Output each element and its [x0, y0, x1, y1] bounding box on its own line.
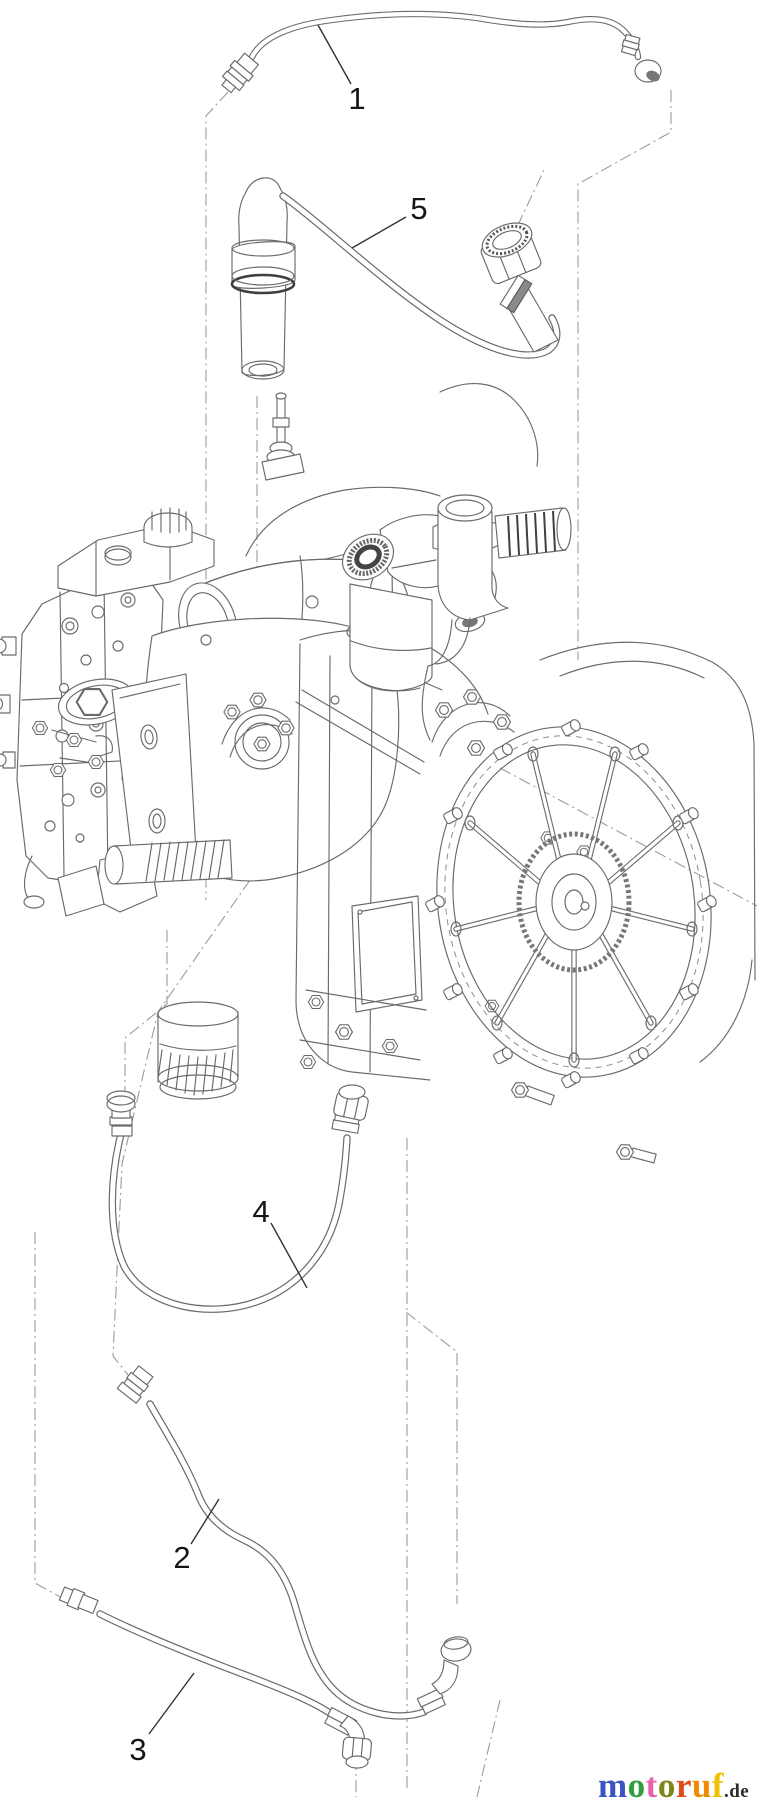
access-panel	[351, 895, 423, 1013]
logo-letter: m	[598, 1766, 628, 1800]
hose1-left-fitting	[221, 52, 260, 94]
elbow-fitting-large	[391, 494, 572, 741]
lower-bolts	[300, 996, 657, 1164]
logo-letter: t	[646, 1766, 658, 1800]
top-bracket	[57, 507, 215, 597]
hose4-right-fitting	[331, 1084, 369, 1134]
logo-letter: r	[676, 1766, 692, 1800]
callout-3-leader	[148, 1672, 195, 1735]
pipe-clamp-left	[221, 693, 294, 758]
pump-assembly-drawing	[0, 383, 756, 1164]
hose1-right-fitting	[620, 33, 662, 83]
callout-3[interactable]: 3	[129, 1732, 146, 1767]
callout-4-leader	[270, 1222, 308, 1289]
part-5-formed-hose	[230, 177, 561, 380]
part-3-hose	[58, 1586, 372, 1769]
drive-coupling-wheel	[424, 717, 719, 1090]
callout-2-leader	[190, 1498, 220, 1545]
hose2-right-fitting	[416, 1636, 472, 1715]
hose5-end-fitting	[480, 222, 559, 353]
filter-canister	[349, 583, 433, 692]
logo-letter: u	[692, 1766, 712, 1800]
gearbox-housing	[539, 641, 756, 1063]
part-4-hose	[106, 1084, 369, 1313]
hose3-right-fitting	[324, 1706, 372, 1769]
logo-suffix: .de	[724, 1781, 749, 1800]
part-2-hose	[116, 1365, 472, 1720]
pump-top-outline	[245, 486, 441, 557]
bottom-canister	[157, 1001, 239, 1100]
bolt-with-shaft	[512, 1083, 657, 1164]
gear-ring	[516, 831, 632, 973]
motoruf-logo[interactable]: motoruf.de	[598, 1766, 749, 1800]
logo-letter: o	[658, 1766, 676, 1800]
pipe-clamp-right	[431, 690, 591, 858]
tee-fittings	[32, 722, 113, 777]
side-port-fittings	[0, 636, 17, 769]
dome-cap	[143, 512, 193, 548]
pump-body	[57, 595, 425, 882]
hose3-left-fitting	[58, 1586, 99, 1615]
logo-letter: f	[712, 1766, 724, 1800]
valve-stem	[261, 392, 305, 481]
callouts: 1 5 4 2 3	[129, 24, 428, 1767]
filter-ring-port	[341, 533, 395, 581]
ribbed-cylinder	[104, 839, 233, 885]
hose4-left-fitting	[106, 1090, 136, 1137]
callout-5-leader	[351, 216, 407, 249]
logo-letter: o	[628, 1766, 646, 1800]
hose2-left-fitting	[116, 1365, 154, 1404]
tube-collar	[231, 241, 296, 289]
dome-arc	[439, 383, 539, 467]
right-pump-section	[295, 629, 489, 1081]
steel-tube	[230, 177, 296, 380]
part-1-hose	[221, 10, 662, 94]
callout-1-leader	[317, 24, 352, 85]
callout-5[interactable]: 5	[410, 191, 427, 226]
callout-2[interactable]: 2	[173, 1540, 190, 1575]
callout-1[interactable]: 1	[348, 81, 365, 116]
callout-4[interactable]: 4	[252, 1194, 269, 1229]
